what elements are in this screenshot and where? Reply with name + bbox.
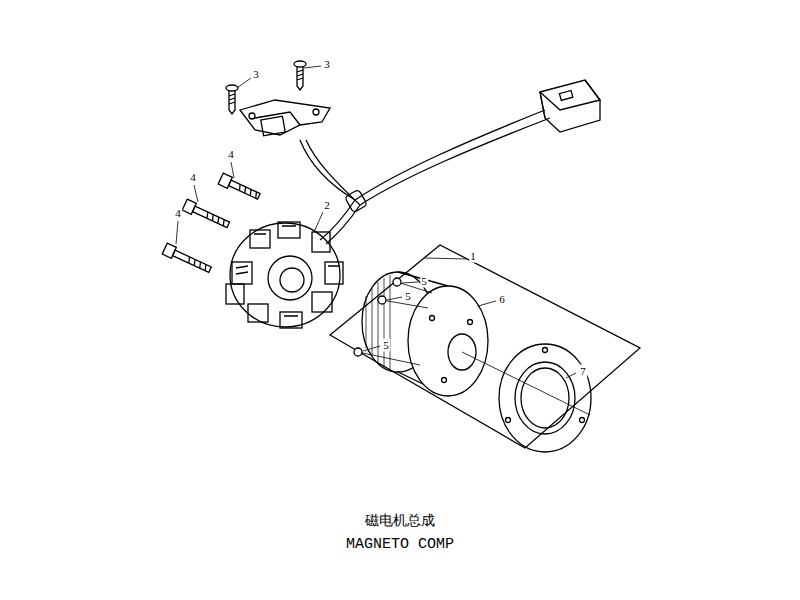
callout-number: 6 <box>498 293 506 306</box>
pickup-coil <box>240 100 330 136</box>
diagram-title: 磁电机总成 <box>365 512 435 529</box>
stator <box>226 222 343 328</box>
callout-number: 4 <box>189 171 197 184</box>
callout-number: 5 <box>420 275 428 288</box>
leader-line <box>176 66 576 378</box>
cable <box>300 80 600 244</box>
assembly-frame <box>330 245 640 448</box>
screw <box>354 278 432 365</box>
callout-number: 1 <box>469 250 477 263</box>
callout-number: 3 <box>323 58 331 71</box>
callout-number: 5 <box>382 339 390 352</box>
callout-number: 3 <box>252 68 260 81</box>
callout-number: 7 <box>579 365 587 378</box>
callout-number: 2 <box>323 199 331 212</box>
starter-clutch <box>462 344 591 452</box>
callout-number: 5 <box>404 290 412 303</box>
bolt <box>162 173 261 275</box>
callout-number: 4 <box>174 207 182 220</box>
screw <box>226 61 306 114</box>
callout-number: 4 <box>227 148 235 161</box>
diagram-caption: MAGNETO COMP <box>346 536 454 554</box>
